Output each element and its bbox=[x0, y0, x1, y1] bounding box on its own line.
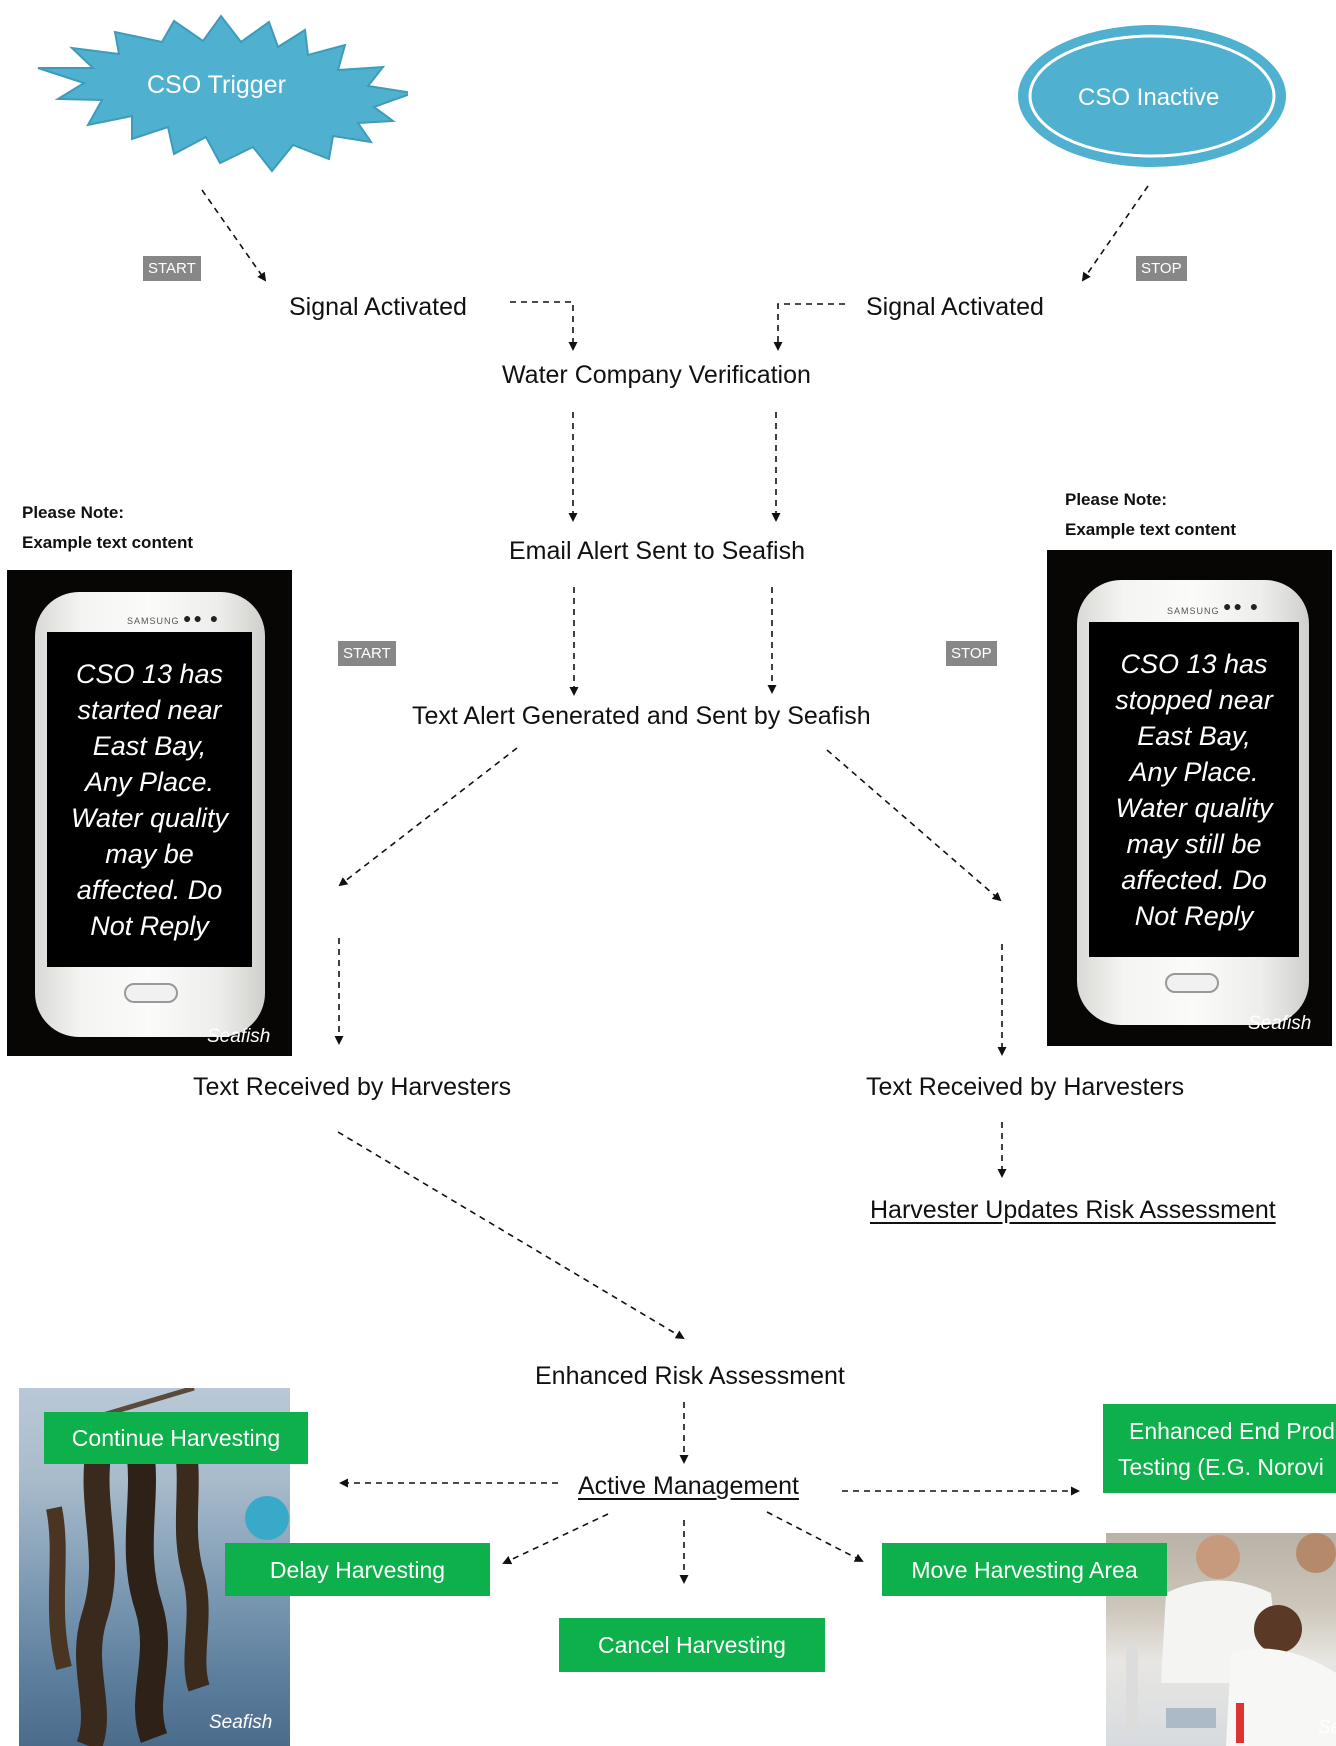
stop-tag: STOP bbox=[946, 641, 997, 666]
testing-line-1: Enhanced End Prod bbox=[1129, 1417, 1335, 1444]
arrow-text-to-left-branch bbox=[338, 747, 518, 887]
sms-screen-left: CSO 13 has started near East Bay, Any Pl… bbox=[47, 632, 252, 967]
arrow-received-to-enhanced-risk bbox=[337, 1131, 685, 1340]
arrow-signal-left-to-verification bbox=[510, 301, 578, 351]
arrow-signal-right-to-verification bbox=[773, 303, 845, 351]
sms-screen-right: CSO 13 has stopped near East Bay, Any Pl… bbox=[1089, 622, 1299, 957]
phone-sensor-dots: ●● ● bbox=[1223, 598, 1261, 614]
phone-brand: SAMSUNG bbox=[127, 616, 180, 626]
home-button bbox=[124, 983, 178, 1003]
note-text: Example text content bbox=[1065, 520, 1236, 539]
arrow-inactive-to-signal bbox=[1081, 185, 1149, 282]
note-left: Please Note: Example text content bbox=[22, 498, 193, 558]
text-received-right: Text Received by Harvesters bbox=[866, 1073, 1185, 1101]
note-heading: Please Note: bbox=[1065, 490, 1168, 509]
arrow-active-to-move bbox=[766, 1511, 864, 1562]
harvester-updates-risk-assessment: Harvester Updates Risk Assessment bbox=[870, 1196, 1276, 1224]
phone-brand: SAMSUNG bbox=[1167, 606, 1220, 616]
home-button bbox=[1165, 973, 1219, 993]
active-management: Active Management bbox=[578, 1472, 799, 1500]
enhanced-end-product-testing-box: Enhanced End Prod Testing (E.G. Norovi bbox=[1103, 1404, 1336, 1493]
laboratory-photo: Se bbox=[1106, 1533, 1336, 1746]
photo-credit: Seafish bbox=[207, 1026, 271, 1047]
signal-activated-right: Signal Activated bbox=[866, 293, 1044, 321]
mussel-rope-illustration bbox=[46, 1388, 289, 1746]
cso-trigger-label: CSO Trigger bbox=[147, 71, 286, 99]
note-text: Example text content bbox=[22, 533, 193, 552]
start-tag: START bbox=[143, 256, 201, 281]
phone-sensor-dots: ●● ● bbox=[183, 610, 221, 626]
delay-harvesting-box: Delay Harvesting bbox=[225, 1543, 490, 1596]
note-right: Please Note: Example text content bbox=[1065, 485, 1236, 545]
enhanced-risk-assessment: Enhanced Risk Assessment bbox=[535, 1362, 845, 1390]
arrow-text-to-right-branch bbox=[826, 749, 1002, 902]
testing-line-2: Testing (E.G. Norovi bbox=[1118, 1453, 1324, 1480]
water-company-verification: Water Company Verification bbox=[502, 361, 811, 389]
sms-message-right: CSO 13 has stopped near East Bay, Any Pl… bbox=[1115, 648, 1273, 931]
arrow-trigger-to-signal bbox=[201, 189, 267, 282]
move-harvesting-area-box: Move Harvesting Area bbox=[882, 1543, 1167, 1596]
laboratory-illustration bbox=[1126, 1533, 1336, 1746]
photo-credit: Seafish bbox=[1248, 1013, 1312, 1034]
cso-inactive-ellipse bbox=[1018, 25, 1286, 167]
phone-photo-right: SAMSUNG ●● ● CSO 13 has stopped near Eas… bbox=[1047, 550, 1332, 1046]
phone-photo-left: SAMSUNG ●● ● CSO 13 has started near Eas… bbox=[7, 570, 292, 1056]
note-heading: Please Note: bbox=[22, 503, 125, 522]
email-alert-sent: Email Alert Sent to Seafish bbox=[509, 537, 805, 565]
signal-activated-left: Signal Activated bbox=[289, 293, 467, 321]
start-tag: START bbox=[338, 641, 396, 666]
cancel-harvesting-box: Cancel Harvesting bbox=[559, 1618, 825, 1672]
continue-harvesting-box: Continue Harvesting bbox=[44, 1412, 308, 1464]
text-received-left: Text Received by Harvesters bbox=[193, 1073, 512, 1101]
photo-credit: Seafish bbox=[209, 1712, 273, 1733]
photo-credit: Se bbox=[1318, 1717, 1336, 1738]
arrow-active-to-delay bbox=[502, 1513, 609, 1565]
text-alert-generated: Text Alert Generated and Sent by Seafish bbox=[412, 702, 871, 730]
stop-tag: STOP bbox=[1136, 256, 1187, 281]
cso-trigger-burst bbox=[37, 14, 408, 173]
sms-message-left: CSO 13 has started near East Bay, Any Pl… bbox=[70, 658, 229, 941]
cso-inactive-label: CSO Inactive bbox=[1078, 84, 1220, 111]
